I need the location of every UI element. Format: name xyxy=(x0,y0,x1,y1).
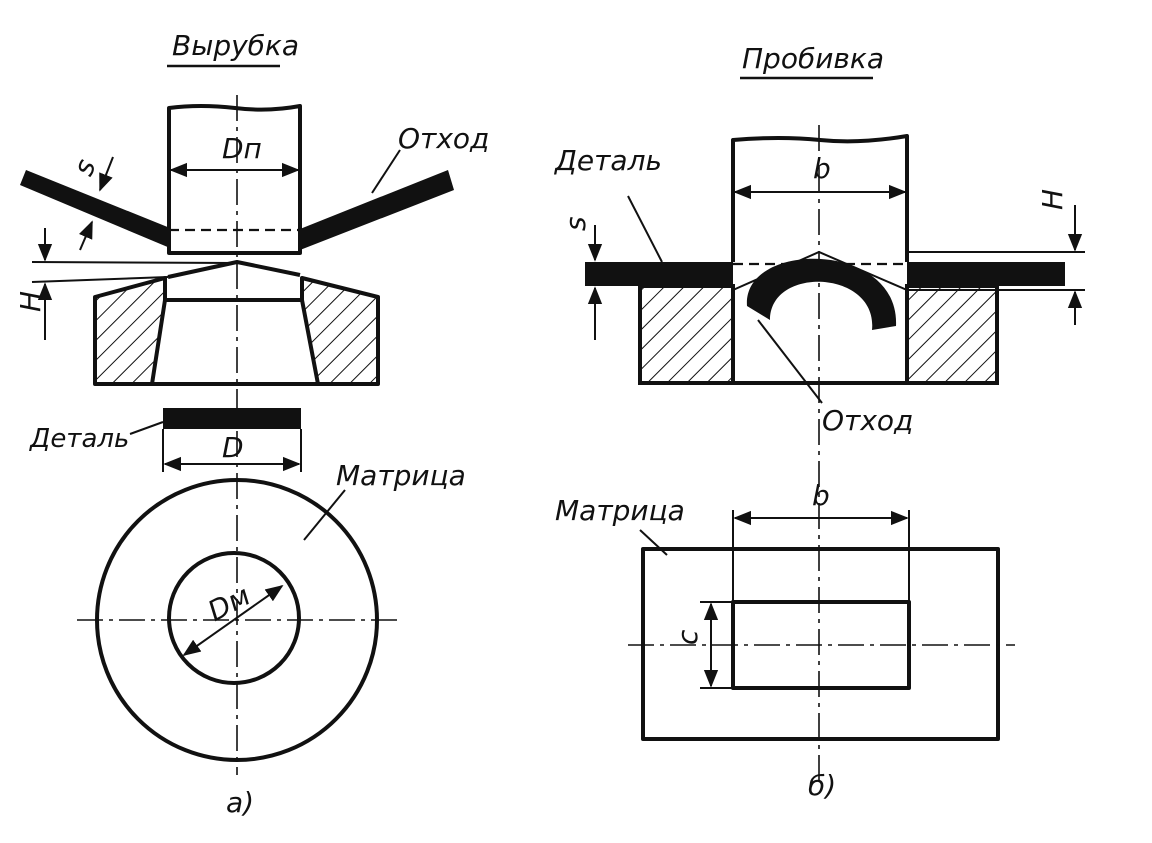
die-left-section-a xyxy=(93,276,167,386)
scrap-leader-b xyxy=(757,319,823,404)
punch-b xyxy=(731,134,909,262)
height-dimension-label-b: c xyxy=(671,629,704,645)
sheet-right-b xyxy=(907,262,1065,286)
gap-label-b: H xyxy=(1036,189,1069,210)
punch-a xyxy=(167,104,302,255)
scrap-left-a xyxy=(20,170,170,248)
punch-b-dimension-label: b xyxy=(813,152,831,185)
die-plan-b xyxy=(641,547,1000,741)
part-dimension-label-a: D xyxy=(222,431,244,464)
gap-label-a: H xyxy=(14,291,47,312)
part-leader-a xyxy=(129,421,164,435)
die-leader-a xyxy=(303,489,346,541)
scrap-right-a xyxy=(300,170,454,250)
die-diameter-line-a xyxy=(182,584,284,657)
sheet-line-bottom-a xyxy=(31,276,169,283)
figure-b-piercing: Пробивка b Деталь s H Отхо xyxy=(553,42,1085,802)
thickness-label-a: s xyxy=(66,154,102,180)
die-left-section-b xyxy=(638,284,735,385)
thickness-arrow-bottom-a xyxy=(79,220,93,251)
figure-b-caption: б) xyxy=(808,769,836,802)
figure-a-caption: а) xyxy=(226,786,254,819)
scrap-label-b: Отход xyxy=(822,404,913,437)
scrap-label-a: Отход xyxy=(398,122,489,155)
part-label-b: Деталь xyxy=(553,144,662,177)
sheet-line-top-a xyxy=(31,261,238,264)
die-label-a: Матрица xyxy=(336,459,466,492)
die-right-section-b xyxy=(905,284,999,385)
part-label-a: Деталь xyxy=(29,424,129,454)
sheet-left-b xyxy=(585,262,733,286)
figure-a-blanking: Вырубка Dп s Отход H xyxy=(14,29,489,819)
scrap-slug-b xyxy=(746,258,897,330)
scrap-leader-a xyxy=(371,149,401,194)
die-label-b: Матрица xyxy=(555,494,685,527)
die-leader-b xyxy=(639,529,668,556)
width-dimension-label-b: b xyxy=(812,479,830,512)
die-right-section-a xyxy=(300,276,380,386)
figure-b-title: Пробивка xyxy=(742,42,884,75)
punch-a-dimension-label: Dп xyxy=(222,132,262,165)
thickness-arrow-top-a xyxy=(99,156,114,192)
thickness-label-b: s xyxy=(559,216,592,231)
figure-a-title: Вырубка xyxy=(172,29,299,62)
part-a xyxy=(163,408,301,429)
die-inner-circle-a xyxy=(167,551,301,685)
part-profile-a xyxy=(167,260,301,279)
part-leader-b xyxy=(627,195,663,263)
